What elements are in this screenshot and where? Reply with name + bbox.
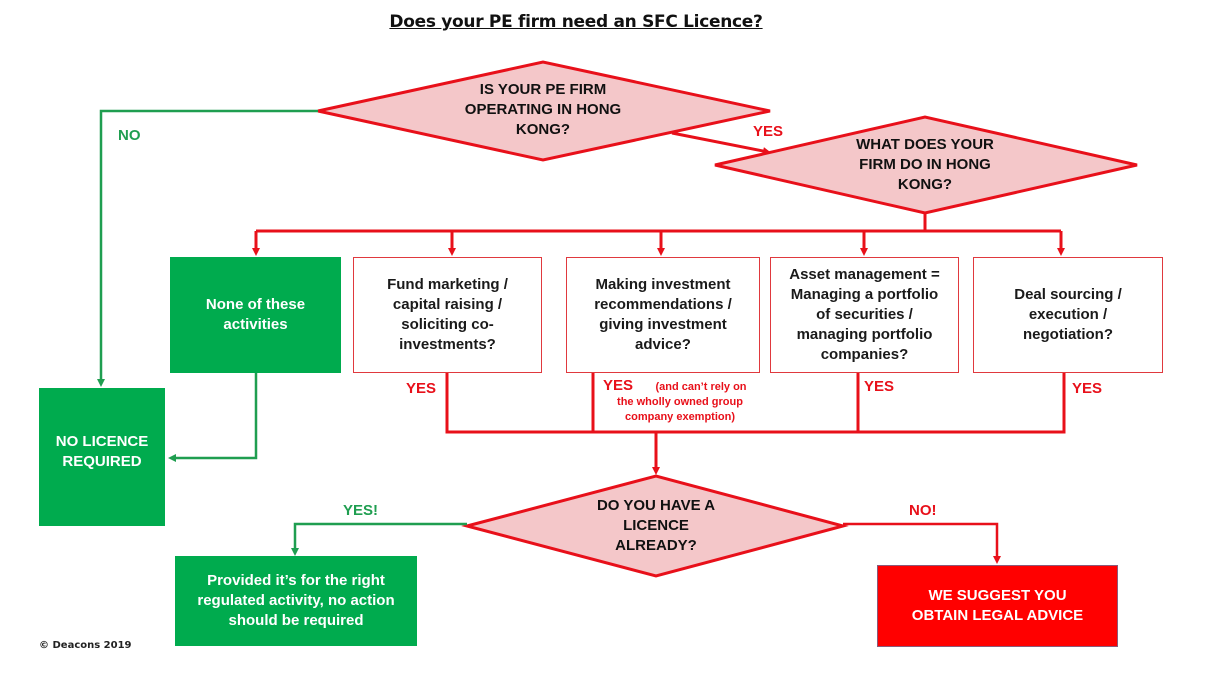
label-yes-deal-sourcing: YES [1072, 380, 1103, 397]
connector-yes-bang [291, 522, 467, 556]
decision-what-does-firm-do: WHAT DOES YOUR FIRM DO IN HONG KONG? [856, 136, 994, 193]
outcome-no-licence-required: NO LICENCE REQUIRED [39, 388, 165, 526]
label-yes-operating: YES [753, 123, 784, 140]
connector-yes [671, 131, 771, 155]
label-yes-asset-management: YES [864, 378, 895, 395]
decision-have-licence: DO YOU HAVE A LICENCE ALREADY? [596, 497, 716, 554]
label-no: NO [118, 127, 141, 144]
activity-asset-management: Asset management = Managing a portfolio … [770, 257, 959, 373]
connector-no-bang [843, 522, 1001, 564]
page-title: Does your PE firm need an SFC Licence? [389, 12, 763, 32]
decision-operating-in-hk-shape [317, 60, 771, 162]
connector-yes-collector [445, 373, 1066, 434]
activity-investment-advice: Making investment recommendations / givi… [566, 257, 760, 373]
label-yes-bang: YES! [343, 502, 379, 519]
investment-advice-exemption-note: (and can’t rely on the wholly owned grou… [617, 381, 747, 423]
connector-no [97, 109, 318, 387]
outcome-no-action-required: Provided it’s for the right regulated ac… [175, 556, 417, 646]
activity-deal-sourcing: Deal sourcing / execution / negotiation? [973, 257, 1163, 373]
outcome-obtain-legal-advice: WE SUGGEST YOU OBTAIN LEGAL ADVICE [877, 565, 1118, 647]
copyright: © Deacons 2019 [39, 640, 132, 651]
decision-what-does-firm-do-shape [714, 115, 1138, 215]
label-yes-fund-marketing: YES [406, 380, 437, 397]
activity-fund-marketing: Fund marketing / capital raising / solic… [353, 257, 542, 373]
decision-operating-in-hk: IS YOUR PE FIRM OPERATING IN HONG KONG? [464, 81, 622, 138]
decision-have-licence-shape [461, 474, 849, 578]
label-yes-investment-advice: YES [603, 377, 634, 394]
label-no-bang: NO! [909, 502, 937, 519]
connector-none-to-no-licence [168, 373, 258, 462]
activity-none: None of these activities [170, 257, 341, 373]
